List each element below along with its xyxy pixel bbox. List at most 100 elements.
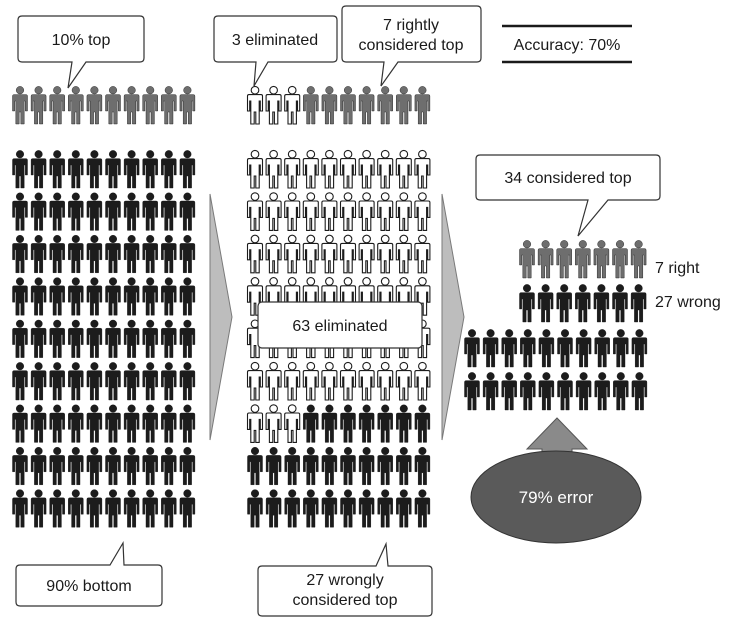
population-bottom-group <box>12 149 196 528</box>
person-result-wrong <box>537 283 554 323</box>
person-kept-top <box>340 85 356 125</box>
person-eliminated-bottom <box>265 404 282 443</box>
person-kept-bottom <box>358 404 375 443</box>
person-eliminated-bottom <box>358 149 375 189</box>
population-top-group <box>12 85 196 125</box>
person-bottom <box>67 149 84 189</box>
person-eliminated-bottom <box>339 361 357 401</box>
person-bottom <box>49 192 66 231</box>
person-eliminated-bottom <box>395 149 412 189</box>
eliminated-bottom-label: 63 eliminated <box>292 318 387 335</box>
person-top <box>105 85 121 125</box>
person-bottom <box>179 404 196 443</box>
error-bubble: 79% error <box>470 450 642 544</box>
person-eliminated-bottom <box>395 192 412 231</box>
person-bottom <box>160 361 177 401</box>
person-kept-top <box>377 85 394 125</box>
person-bottom <box>12 404 28 443</box>
person-eliminated-bottom <box>265 234 282 274</box>
person-bottom <box>12 149 28 189</box>
person-eliminated-bottom <box>395 234 412 274</box>
person-result-wrong <box>612 371 629 411</box>
person-top <box>49 85 66 125</box>
person-result-wrong <box>557 328 573 368</box>
callout-top-10: 10% top <box>17 15 145 89</box>
person-bottom <box>179 192 196 231</box>
person-kept-bottom <box>284 489 301 528</box>
person-bottom <box>123 149 140 189</box>
person-result-right <box>537 239 554 279</box>
person-bottom <box>12 361 28 401</box>
person-top <box>67 85 84 125</box>
person-bottom <box>160 234 177 274</box>
person-result-wrong <box>501 371 518 411</box>
person-result-right <box>593 239 610 279</box>
person-top <box>142 85 159 125</box>
person-bottom <box>123 489 140 528</box>
person-bottom <box>12 192 28 231</box>
person-bottom <box>160 489 177 528</box>
person-result-wrong <box>519 371 536 411</box>
person-eliminated-bottom <box>358 234 375 274</box>
person-result-wrong <box>557 371 573 411</box>
callout-bottom-90: 90% bottom <box>15 540 163 607</box>
person-bottom <box>105 404 121 443</box>
person-bottom <box>12 489 28 528</box>
person-kept-top <box>321 85 338 125</box>
person-bottom <box>179 149 196 189</box>
person-eliminated-bottom <box>302 149 319 189</box>
person-bottom <box>49 446 66 486</box>
person-bottom <box>67 234 84 274</box>
person-bottom <box>179 361 196 401</box>
person-bottom <box>86 277 103 316</box>
person-eliminated-bottom <box>321 192 338 231</box>
person-bottom <box>30 361 47 401</box>
person-kept-bottom <box>302 489 319 528</box>
person-kept-bottom <box>358 489 375 528</box>
person-eliminated-bottom <box>246 149 264 189</box>
person-bottom <box>179 319 196 359</box>
person-eliminated-bottom <box>302 192 319 231</box>
person-bottom <box>12 319 28 359</box>
person-result-wrong <box>630 283 647 323</box>
person-kept-bottom <box>395 489 412 528</box>
person-eliminated-bottom <box>246 192 264 231</box>
person-eliminated-bottom <box>284 361 301 401</box>
person-kept-top <box>414 85 431 125</box>
person-eliminated-bottom <box>321 361 338 401</box>
person-bottom <box>12 446 28 486</box>
person-result-wrong <box>538 328 555 368</box>
person-result-right <box>519 239 535 279</box>
person-eliminated-bottom <box>377 192 394 231</box>
considered-top-label: 34 considered top <box>504 170 631 187</box>
person-bottom <box>86 149 103 189</box>
person-result-wrong <box>574 283 591 323</box>
person-eliminated-bottom <box>339 234 357 274</box>
person-eliminated-bottom <box>358 361 375 401</box>
person-bottom <box>123 404 140 443</box>
person-bottom <box>49 404 66 443</box>
person-bottom <box>86 192 103 231</box>
person-bottom <box>142 234 159 274</box>
person-bottom <box>160 319 177 359</box>
person-kept-top <box>358 85 375 125</box>
person-result-wrong <box>593 283 610 323</box>
person-bottom <box>49 149 66 189</box>
person-bottom <box>86 234 103 274</box>
person-eliminated-top <box>284 85 301 125</box>
person-result-right <box>556 239 573 279</box>
person-bottom <box>67 192 84 231</box>
person-bottom <box>160 192 177 231</box>
person-kept-bottom <box>414 446 431 486</box>
person-bottom <box>105 149 121 189</box>
person-kept-bottom <box>321 446 338 486</box>
accuracy-label: Accuracy: 70% <box>514 37 621 54</box>
person-bottom <box>105 234 121 274</box>
person-top <box>12 85 28 125</box>
person-top <box>160 85 177 125</box>
person-bottom <box>105 277 121 316</box>
person-result-right <box>612 239 628 279</box>
person-kept-bottom <box>321 404 338 443</box>
